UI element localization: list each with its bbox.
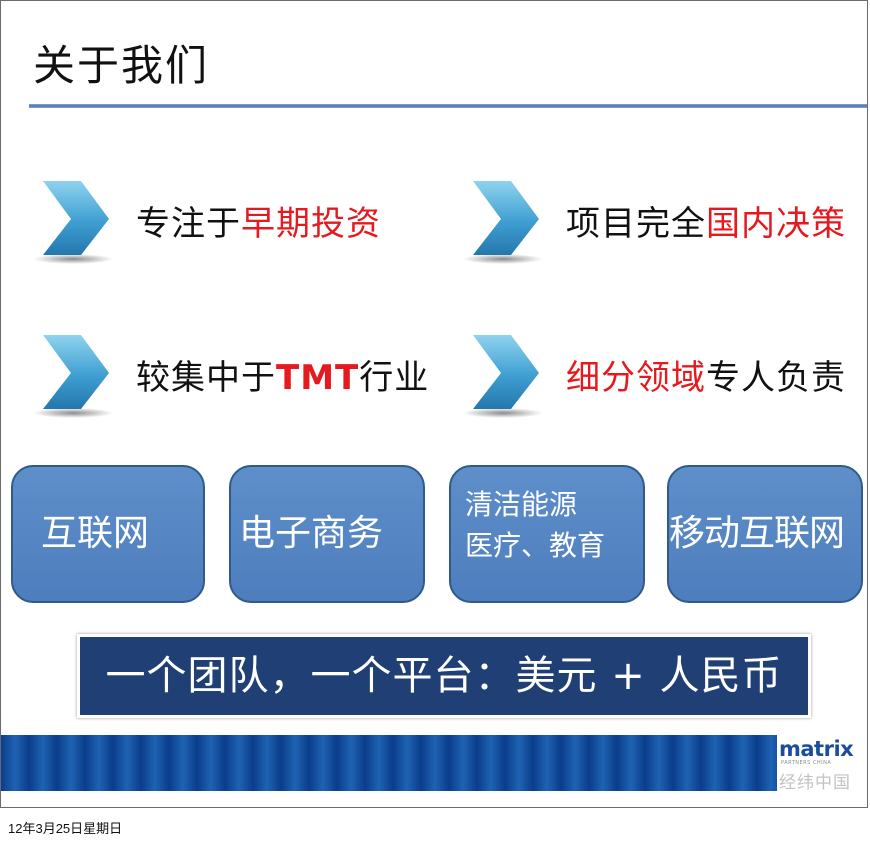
sector-label: 清洁能源医疗、教育: [465, 488, 606, 562]
point-text: 较集中于TMT行业: [136, 358, 430, 398]
sector-box-cleantech-health-edu: 清洁能源医疗、教育: [449, 465, 645, 603]
slide-title: 关于我们: [33, 41, 210, 90]
point-text: 项目完全国内决策: [566, 204, 846, 244]
point-text: 专注于早期投资: [136, 204, 381, 244]
footer-band: [1, 735, 867, 791]
chevron-right-icon: [33, 335, 113, 418]
sector-label: 互联网: [41, 513, 150, 555]
chevron-right-icon: [463, 335, 543, 418]
chevron-right-icon: [463, 181, 543, 264]
title-underline: [29, 104, 867, 108]
logo-chinese: 经纬中国: [779, 773, 851, 793]
sector-box-mobile-internet: 移动互联网: [667, 465, 863, 603]
matrix-logo: matrix PARTNERS CHINA 经纬中国: [777, 735, 867, 793]
sector-label: 移动互联网: [669, 513, 845, 555]
chevron-right-icon: [33, 181, 113, 264]
logo-word: matrix: [779, 737, 854, 761]
sector-box-ecommerce: 电子商务: [229, 465, 425, 603]
point-text: 细分领域专人负责: [566, 358, 846, 398]
slide-date: 12年3月25日星期日: [8, 821, 123, 836]
team-platform-banner: 一个团队，一个平台：美元 + 人民币: [77, 634, 811, 718]
slide: 关于我们 专注于早期投资 项目完全国内决策 较集中于TMT行业 细分领域专人负责…: [0, 0, 868, 808]
sector-box-internet: 互联网: [11, 465, 205, 603]
logo-subtitle: PARTNERS CHINA: [781, 760, 832, 766]
sector-label: 电子商务: [239, 513, 384, 555]
